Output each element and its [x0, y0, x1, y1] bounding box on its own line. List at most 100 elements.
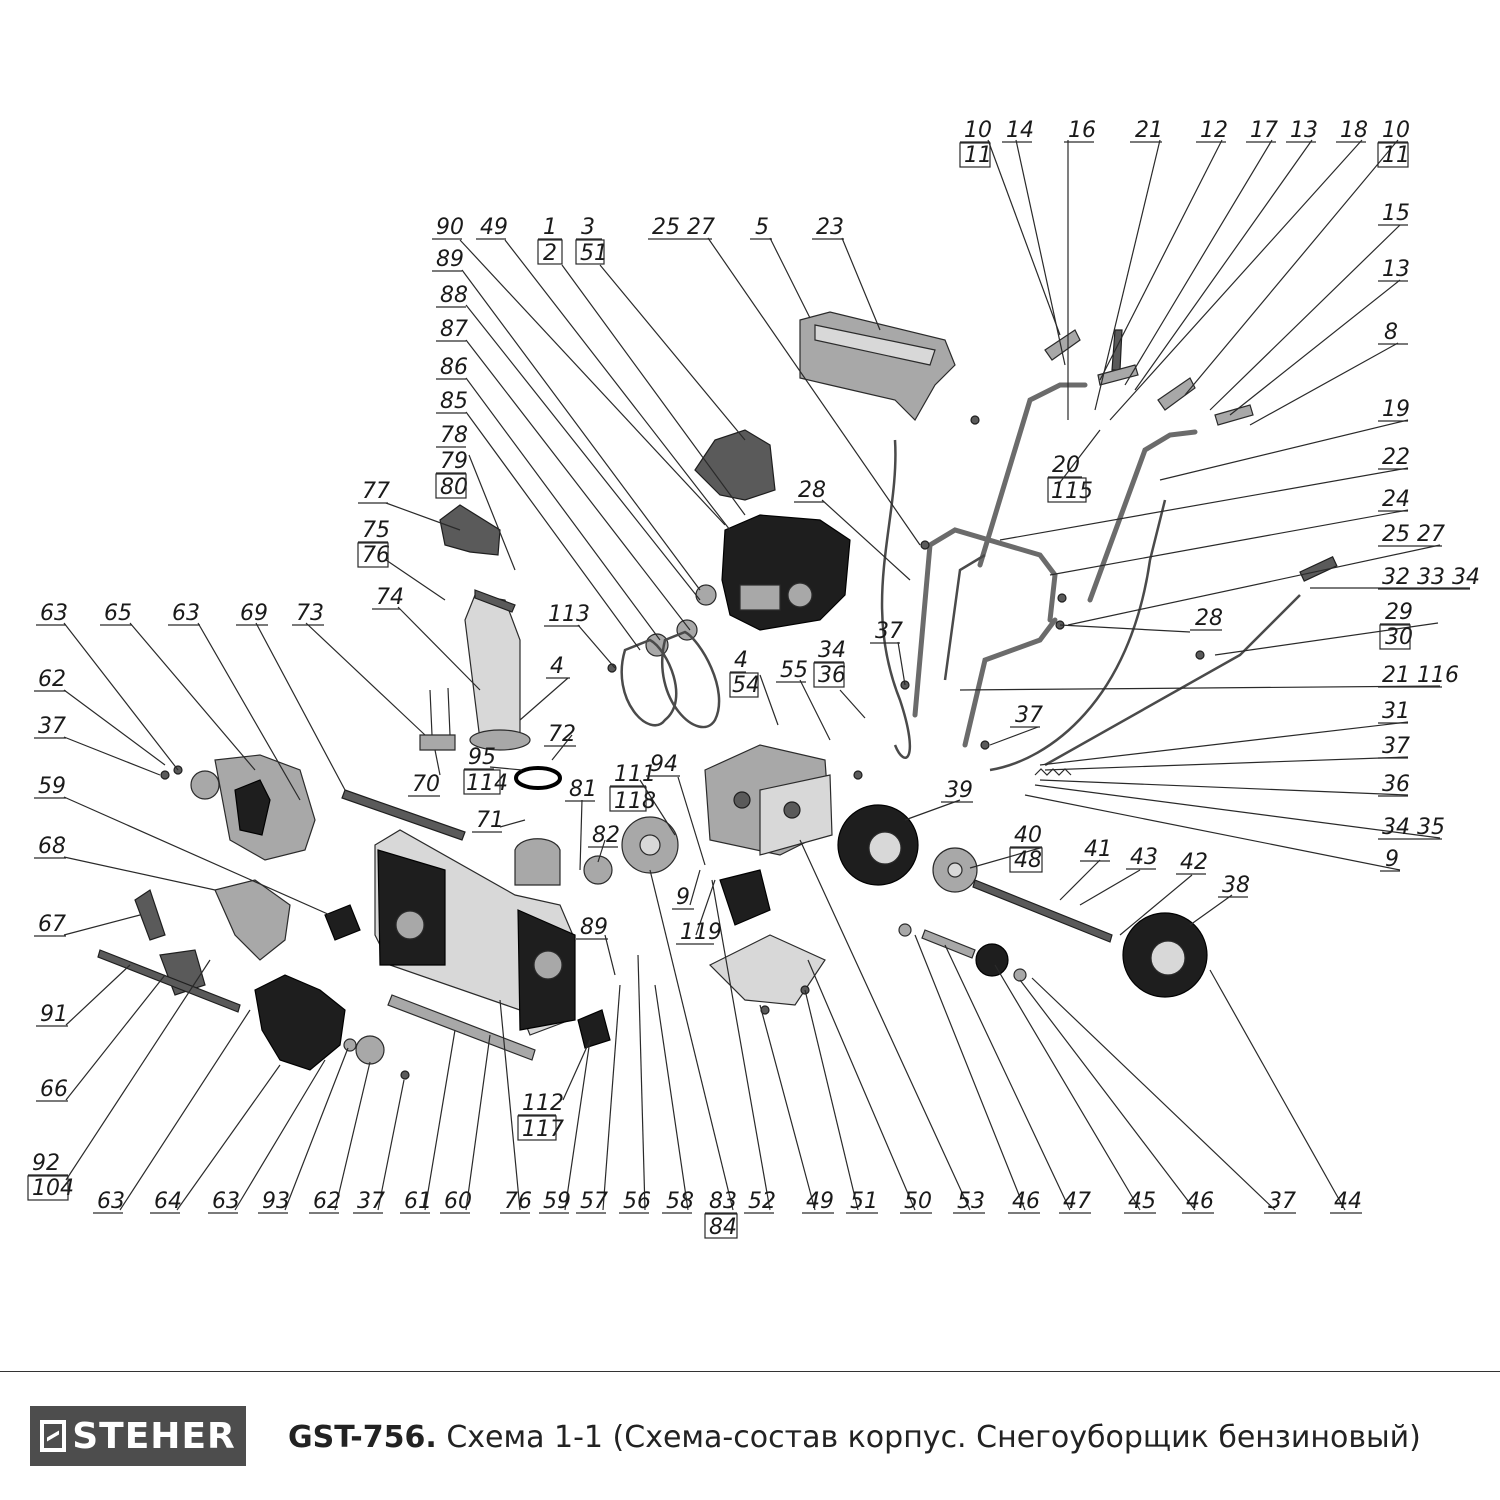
callout: 14 [1006, 118, 1034, 143]
callout: 2 [543, 241, 557, 266]
callout: 104 [32, 1176, 74, 1201]
callout: 59 [38, 774, 66, 799]
callout: 28 [1195, 606, 1223, 631]
callout: 78 [440, 423, 468, 448]
callout: 10 [1382, 118, 1410, 143]
callout: 11 [964, 143, 992, 168]
callout: 63 [40, 601, 68, 626]
callout: 56 [623, 1189, 651, 1214]
callout: 22 [1382, 445, 1410, 470]
callout: 115 [1051, 479, 1093, 504]
callout: 77 [362, 479, 390, 504]
callout: 51 [580, 241, 608, 266]
callout: 10 [964, 118, 992, 143]
callout: 88 [440, 283, 468, 308]
callout: 83 [709, 1189, 737, 1214]
callout: 70 [412, 772, 440, 797]
callout: 64 [154, 1189, 182, 1214]
callout: 44 [1334, 1189, 1362, 1214]
callout: 37 [1015, 703, 1043, 728]
callout: 32 33 34 [1382, 565, 1480, 590]
caption-text: Схема 1-1 (Схема-состав корпус. Снегоубо… [446, 1420, 1421, 1455]
callout: 82 [592, 823, 620, 848]
callout: 63 [97, 1189, 125, 1214]
callout: 90 [436, 215, 464, 240]
callout: 59 [543, 1189, 571, 1214]
callout: 15 [1382, 201, 1410, 226]
leader-lines [63, 139, 1470, 1211]
callout: 58 [666, 1189, 694, 1214]
callout: 19 [1382, 397, 1410, 422]
callout: 25 27 [1382, 522, 1445, 547]
callout: 43 [1130, 845, 1158, 870]
callout: 72 [548, 722, 576, 747]
callout: 69 [240, 601, 268, 626]
callout: 37 [875, 619, 903, 644]
callout: 94 [650, 752, 678, 777]
callout: 38 [1222, 873, 1250, 898]
model-number: GST-756. [288, 1420, 437, 1455]
callout: 71 [476, 808, 504, 833]
callout: 118 [614, 789, 656, 814]
callout: 84 [709, 1215, 737, 1240]
callout: 66 [40, 1077, 68, 1102]
callout-labels: 10 11 14 16 21 12 17 13 18 10 11 15 13 8… [27, 118, 1480, 1240]
callout: 112 [522, 1091, 564, 1116]
callout: 36 [1382, 772, 1410, 797]
callout: 119 [680, 920, 722, 945]
callout: 42 [1180, 850, 1208, 875]
callout: 31 [1382, 699, 1410, 724]
callout: 63 [212, 1189, 240, 1214]
callout: 54 [732, 673, 760, 698]
callout: 30 [1385, 625, 1413, 650]
callout: 40 [1014, 823, 1042, 848]
callout: 21 [1135, 118, 1163, 143]
callout: 80 [440, 475, 468, 500]
callout: 60 [444, 1189, 472, 1214]
callout: 62 [38, 667, 66, 692]
callout: 67 [38, 912, 66, 937]
callout: 49 [480, 215, 508, 240]
callout: 65 [104, 601, 132, 626]
diagram-caption: GST-756. Схема 1-1 (Схема-состав корпус.… [288, 1420, 1421, 1455]
callout: 12 [1200, 118, 1228, 143]
callout: 5 [755, 215, 769, 240]
callout: 76 [504, 1189, 532, 1214]
callout: 17 [1250, 118, 1278, 143]
callout: 46 [1186, 1189, 1214, 1214]
callout: 13 [1382, 257, 1410, 282]
callout: 16 [1068, 118, 1096, 143]
callout: 29 [1385, 600, 1413, 625]
callout: 3 [581, 215, 595, 240]
callout: 81 [569, 777, 597, 802]
callout: 34 35 [1382, 815, 1445, 840]
callout: 93 [262, 1189, 290, 1214]
callout: 113 [548, 602, 590, 627]
callout: 13 [1290, 118, 1318, 143]
callout: 11 [1382, 143, 1410, 168]
callout: 68 [38, 834, 66, 859]
callout: 61 [404, 1189, 432, 1214]
footer-divider [0, 1371, 1500, 1372]
callout: 75 [362, 518, 390, 543]
callout: 37 [1268, 1189, 1296, 1214]
callout: 52 [748, 1189, 776, 1214]
callout: 114 [466, 771, 508, 796]
callout: 21 116 [1382, 663, 1459, 688]
callout: 95 [468, 745, 496, 770]
callout: 23 [816, 215, 844, 240]
callout: 39 [945, 778, 973, 803]
callout: 28 [798, 478, 826, 503]
callout: 53 [957, 1189, 985, 1214]
callout: 9 [1385, 847, 1399, 872]
callout: 57 [580, 1189, 608, 1214]
callout: 34 [818, 638, 846, 663]
callout: 111 [614, 762, 656, 787]
callout: 85 [440, 389, 468, 414]
brand-logo: STEHER [30, 1406, 246, 1466]
callout: 25 27 [652, 215, 715, 240]
callout: 91 [40, 1002, 68, 1027]
callout: 37 [357, 1189, 385, 1214]
callout: 73 [296, 601, 324, 626]
callout: 51 [850, 1189, 878, 1214]
